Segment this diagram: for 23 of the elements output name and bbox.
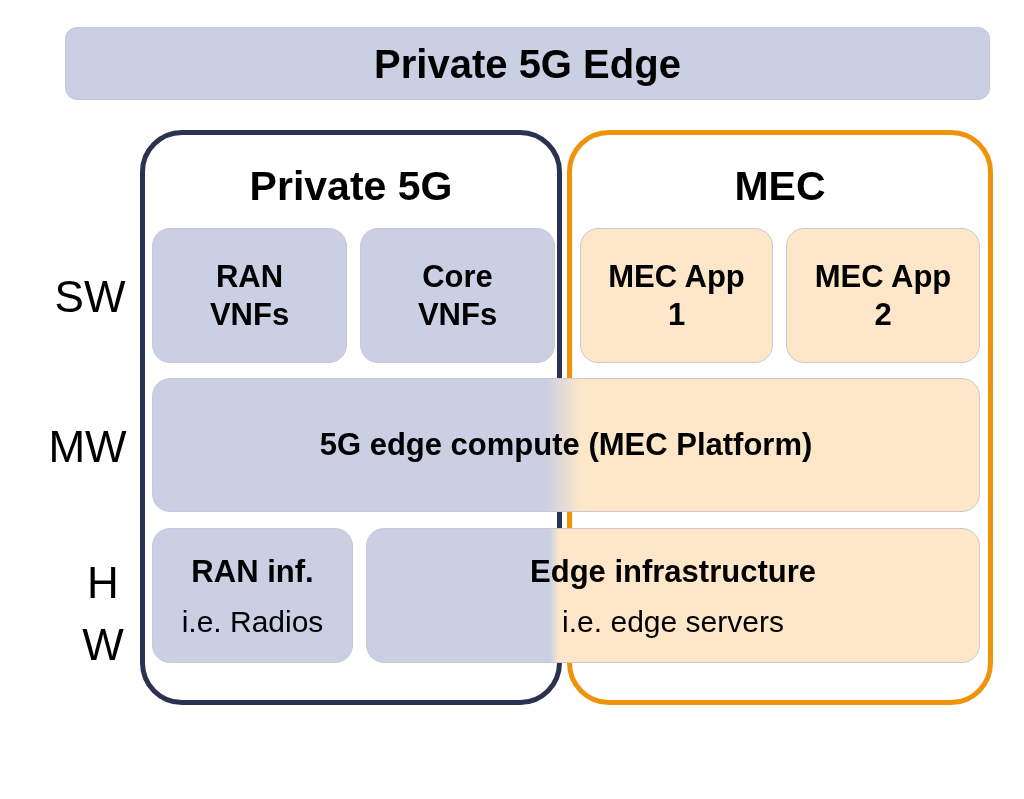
- group-title: MEC: [733, 163, 827, 209]
- component-box: [152, 228, 347, 363]
- row-label: MW: [47, 423, 128, 471]
- component-box: [580, 228, 773, 363]
- component-box: [360, 228, 555, 363]
- component-box: [152, 528, 353, 663]
- title-band: [65, 27, 990, 100]
- component-example: i.e. Radios: [181, 604, 324, 639]
- component-name: Edge infrastructure: [530, 552, 816, 591]
- component-name: 5G edge compute (MEC Platform): [319, 426, 813, 464]
- component-box: [366, 528, 980, 663]
- component-name: MEC App 2: [813, 257, 953, 334]
- component-name: RAN VNFs: [208, 257, 291, 334]
- component-box: [786, 228, 980, 363]
- component-name: RAN inf.: [191, 552, 314, 591]
- component-name: MEC App 1: [607, 257, 746, 334]
- component-example: i.e. edge servers: [562, 604, 784, 639]
- component-box: [152, 378, 980, 512]
- group-title: Private 5G: [248, 163, 454, 209]
- component-name: Core VNFs: [416, 257, 499, 334]
- band-title: Private 5G Edge: [374, 40, 681, 87]
- row-label: SW: [53, 273, 127, 321]
- row-label: H W: [81, 557, 125, 671]
